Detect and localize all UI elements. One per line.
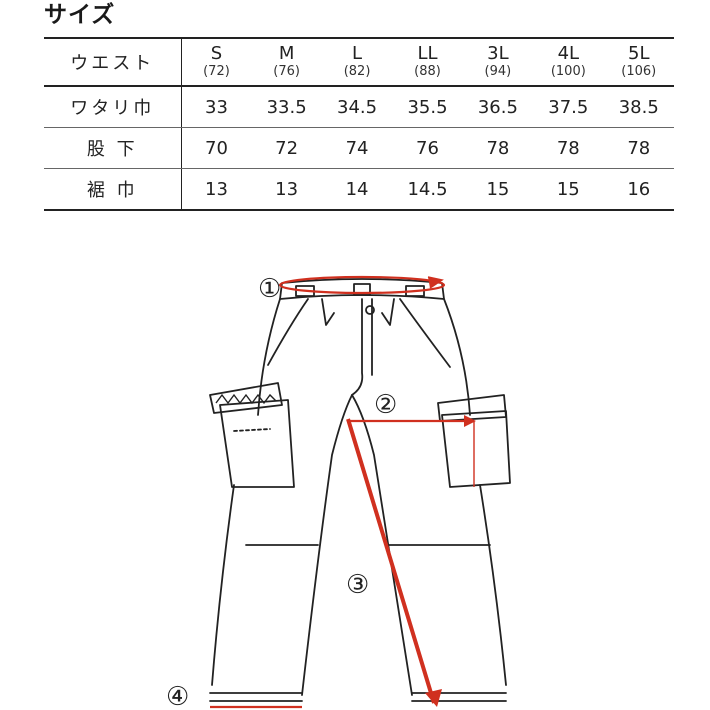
button-shape [365, 305, 375, 315]
fly-seam [351, 298, 364, 396]
table-cell: 33 [181, 86, 252, 128]
size-waist: (88) [414, 64, 441, 79]
size-name: L [352, 43, 363, 64]
table-cell: 38.5 [603, 86, 674, 128]
table-cell: 14.5 [392, 168, 463, 211]
inseam-arrowhead [425, 689, 442, 707]
table-row-inseam: 股 下 70 72 74 76 78 78 78 [44, 127, 674, 169]
table-cell: 37.5 [533, 86, 604, 128]
size-waist: (106) [621, 64, 657, 79]
measurement-marks [210, 275, 476, 709]
size-name: 5L [628, 43, 650, 64]
size-col-m: M(76) [251, 37, 322, 87]
row-label: ワタリ巾 [44, 86, 182, 128]
table-cell: 78 [603, 127, 674, 169]
cargo-stitch-left [233, 428, 271, 432]
size-waist: (82) [343, 64, 371, 79]
cargo-flap-left [209, 382, 283, 414]
pocket-right [399, 298, 451, 368]
table-row-thigh-width: ワタリ巾 33 33.5 34.5 35.5 36.5 37.5 38.5 [44, 86, 674, 128]
table-row-hem-width: 裾 巾 13 13 14 14.5 15 15 16 [44, 168, 674, 211]
inseam-measure-line [346, 418, 436, 704]
waist-measure-ellipse [278, 275, 446, 295]
right-outer-upper [443, 298, 471, 416]
table-cell: 78 [533, 127, 604, 169]
table-cell: 15 [533, 168, 604, 211]
table-cell: 33.5 [251, 86, 322, 128]
cargo-flap-right [437, 394, 507, 422]
right-outer-lower [479, 484, 507, 686]
size-table: ウエスト S(72) M(76) L(82) LL(88) 3L(94) 4L(… [44, 37, 674, 211]
row-label: 裾 巾 [44, 168, 182, 211]
marker-2: ② [374, 390, 397, 420]
right-inner-seam [351, 394, 413, 696]
size-col-4l: 4L(100) [533, 37, 604, 87]
table-cell: 16 [603, 168, 674, 211]
size-col-ll: LL(88) [392, 37, 463, 87]
waist-label: ウエスト [44, 37, 182, 87]
waist-arrowhead [427, 276, 444, 289]
pocket-tab-right [381, 298, 395, 326]
table-cell: 13 [181, 168, 252, 211]
page-title: サイズ [44, 2, 116, 28]
marker-1: ① [258, 274, 281, 304]
table-cell: 72 [251, 127, 322, 169]
size-waist: (72) [203, 64, 230, 79]
marker-labels: ① ② ③ ④ [166, 274, 397, 710]
size-waist: (94) [484, 64, 512, 79]
size-name: LL [417, 43, 438, 64]
pants-measurement-diagram: ① ② ③ ④ [166, 274, 511, 710]
size-col-3l: 3L(94) [462, 37, 534, 87]
left-outer-upper [257, 298, 281, 416]
table-cell: 76 [392, 127, 463, 169]
flap-zigzag [215, 393, 277, 405]
table-cell: 70 [181, 127, 252, 169]
size-name: 4L [557, 43, 580, 64]
table-cell: 35.5 [392, 86, 463, 128]
belt-loop-center [353, 283, 371, 296]
row-label: 股 下 [44, 127, 182, 169]
table-cell: 36.5 [462, 86, 534, 128]
table-cell: 74 [321, 127, 393, 169]
table-cell: 14 [321, 168, 393, 211]
size-col-5l: 5L(106) [603, 37, 674, 87]
table-cell: 78 [462, 127, 534, 169]
size-waist: (100) [550, 64, 586, 79]
size-name: M [278, 43, 295, 64]
left-outer-lower [211, 484, 235, 686]
cargo-pocket-right [441, 410, 511, 488]
marker-4: ④ [166, 682, 189, 710]
pants-outline [209, 278, 511, 702]
size-name: 3L [487, 43, 509, 64]
size-col-s: S(72) [181, 37, 252, 87]
table-cell: 34.5 [321, 86, 393, 128]
size-name: S [210, 43, 223, 64]
table-cell: 13 [251, 168, 322, 211]
pocket-tab-left [321, 298, 335, 326]
table-header-row: ウエスト S(72) M(76) L(82) LL(88) 3L(94) 4L(… [44, 37, 674, 87]
size-col-l: L(82) [321, 37, 393, 87]
cargo-pocket-left [219, 399, 295, 488]
thigh-arrowhead [464, 415, 476, 427]
size-waist: (76) [273, 64, 300, 79]
pocket-left [267, 298, 309, 366]
table-cell: 15 [462, 168, 534, 211]
left-inner-seam [301, 394, 353, 696]
marker-3: ③ [346, 570, 369, 600]
